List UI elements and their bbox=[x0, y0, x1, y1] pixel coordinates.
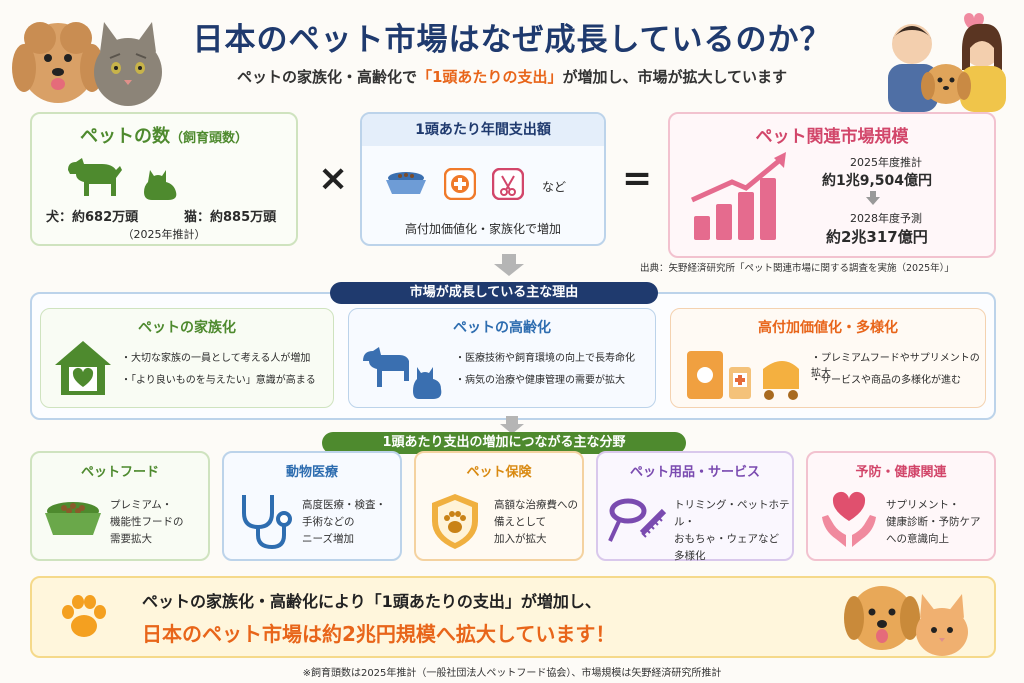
market-2025-label: 2025年度推計 bbox=[850, 156, 922, 169]
spend-title: 1頭あたり年間支出額 bbox=[362, 114, 604, 146]
paw-icon bbox=[58, 592, 110, 646]
equals-sign: = bbox=[622, 158, 653, 199]
pets-card-title: ペットの数（飼育頭数） bbox=[32, 122, 296, 148]
arrow-down-icon bbox=[500, 416, 524, 438]
reason-premium-line-2: ・サービスや商品の多様化が進む bbox=[811, 375, 961, 386]
field-vet-care-line-1: 高度医療・検査・ bbox=[302, 499, 386, 511]
reason-family-line-2: ・「より良いものを与えたい」意識が高まる bbox=[121, 375, 316, 386]
spend-per-pet-card: 1頭あたり年間支出額 など 高付加価値化・家族化で増加 bbox=[360, 112, 606, 246]
dog-count: 犬：約682万頭 bbox=[46, 210, 139, 225]
family-illustration bbox=[880, 6, 1020, 112]
field-pet-food-card: ペットフード プレミアム・機能性フードの需要拡大 bbox=[30, 451, 210, 561]
pets-note: （2025年推計） bbox=[122, 228, 206, 241]
field-goods-services-line-1: トリミング・ペットホテル・ bbox=[674, 499, 790, 528]
dog-cat-illustration bbox=[830, 566, 980, 666]
field-vet-care-line-2: 手術などの bbox=[302, 516, 355, 528]
market-2025-value: 約1兆9,504億円 bbox=[822, 173, 933, 189]
spend-etc: など bbox=[542, 180, 567, 194]
arrow-down-icon bbox=[494, 254, 524, 280]
cat-silhouette-icon bbox=[144, 166, 182, 204]
reason-family-card: ペットの家族化 ・大切な家族の一員として考える人が増加 ・「より良いものを与えた… bbox=[40, 308, 334, 408]
field-pet-food-line-1: プレミアム・ bbox=[110, 499, 173, 511]
field-vet-care-line-3: ニーズ増加 bbox=[302, 533, 354, 545]
dog-silhouette-icon bbox=[62, 156, 122, 202]
fields-banner: 1頭あたり支出の増加につながる主な分野 bbox=[322, 432, 686, 454]
multiply-sign: × bbox=[318, 158, 349, 199]
reasons-banner: 市場が成長している主な理由 bbox=[330, 282, 658, 304]
field-vet-care-card: 動物医療 高度医療・検査・手術などのニーズ増加 bbox=[222, 451, 402, 561]
field-vet-care-title: 動物医療 bbox=[285, 465, 338, 480]
field-goods-services-line-3: 多様化 bbox=[674, 550, 706, 562]
reason-aging-title: ペットの高齢化 bbox=[453, 320, 551, 336]
field-prevention-line-3: への意識向上 bbox=[886, 533, 949, 545]
field-goods-services-card: ペット用品・サービス トリミング・ペットホテル・おもちゃ・ウェアなど多様化 bbox=[596, 451, 794, 562]
field-pet-insurance-card: ペット保険 高額な治療費への備えとして加入が拡大 bbox=[414, 451, 584, 561]
pets-title-note: （飼育頭数） bbox=[169, 131, 248, 146]
footnote: ※飼育頭数は2025年推計（一般社団法人ペットフード協会）、市場規模は矢野経済研… bbox=[302, 668, 722, 679]
shield-paw-icon bbox=[428, 491, 482, 555]
field-goods-services-line-2: おもちゃ・ウェアなど bbox=[674, 533, 779, 545]
medical-cross-icon bbox=[443, 167, 477, 204]
reason-aging-card: ペットの高齢化 ・医療技術や飼育環境の向上で長寿命化 ・病気の治療や健康管理の需… bbox=[348, 308, 656, 408]
reason-premium-card: 高付加価値化・多様化 ・プレミアムフードやサプリメントの拡大 ・サービスや商品の… bbox=[670, 308, 986, 408]
conclusion-line-1: ペットの家族化・高齢化により「1頭あたりの支出」が増加し、 bbox=[142, 592, 601, 611]
dog-cat-illustration bbox=[10, 8, 165, 108]
food-bowl-icon bbox=[42, 499, 104, 543]
field-pet-insurance-line-3: 加入が拡大 bbox=[494, 533, 547, 545]
conclusion-line-2: 日本のペット市場は約2兆円規模へ拡大しています！ bbox=[142, 622, 616, 646]
page-title: 日本のペット市場はなぜ成長しているのか？ bbox=[192, 22, 832, 58]
subtitle-pre: ペットの家族化・高齢化で bbox=[236, 68, 417, 86]
spend-caption: 高付加価値化・家族化で増加 bbox=[404, 222, 561, 236]
field-prevention-line-2: 健康診断・予防ケア bbox=[886, 516, 981, 528]
scissors-icon bbox=[491, 167, 525, 204]
field-pet-insurance-title: ペット保険 bbox=[466, 465, 532, 480]
field-pet-food-line-3: 需要拡大 bbox=[110, 533, 152, 545]
market-title: ペット関連市場規模 bbox=[755, 127, 909, 147]
field-pet-food-title: ペットフード bbox=[80, 465, 159, 480]
reason-premium-line-1: ・プレミアムフードやサプリメントの拡大 bbox=[811, 353, 980, 379]
field-pet-food-line-2: 機能性フードの bbox=[110, 516, 184, 528]
arrow-down-icon bbox=[866, 190, 880, 209]
house-heart-icon bbox=[51, 337, 115, 403]
leash-comb-icon bbox=[606, 493, 668, 553]
pets-title: ペットの数 bbox=[79, 126, 170, 147]
market-2028-label: 2028年度予測 bbox=[850, 212, 922, 225]
food-bowl-icon bbox=[384, 170, 428, 202]
reason-family-line-1: ・大切な家族の一員として考える人が増加 bbox=[121, 353, 311, 364]
dog-cat-silhouette-icon bbox=[359, 345, 445, 405]
field-prevention-title: 予防・健康関連 bbox=[855, 465, 947, 480]
products-icon bbox=[683, 343, 805, 407]
page-subtitle: ペットの家族化・高齢化で「1頭あたりの支出」が増加し、市場が拡大しています bbox=[0, 66, 1024, 87]
pets-count-card: ペットの数（飼育頭数） 犬：約682万頭 猫：約885万頭 （2025年推計） bbox=[30, 112, 298, 246]
conclusion-box bbox=[30, 576, 996, 658]
stethoscope-icon bbox=[236, 491, 292, 555]
reason-family-title: ペットの家族化 bbox=[138, 320, 236, 336]
growth-chart-icon bbox=[688, 148, 798, 248]
reason-aging-line-1: ・医療技術や飼育環境の向上で長寿命化 bbox=[455, 353, 635, 364]
subtitle-highlight: 「1頭あたりの支出」 bbox=[417, 68, 563, 86]
field-pet-insurance-line-2: 備えとして bbox=[494, 516, 547, 528]
reason-aging-line-2: ・病気の治療や健康管理の需要が拡大 bbox=[455, 375, 625, 386]
market-2028-value: 約2兆317億円 bbox=[826, 228, 928, 246]
subtitle-post: が増加し、市場が拡大しています bbox=[562, 68, 788, 86]
field-prevention-line-1: サプリメント・ bbox=[886, 499, 960, 511]
source-note: 出典：矢野経済研究所「ペット関連市場に関する調査を実施（2025年）」 bbox=[640, 263, 954, 274]
cat-count: 猫：約885万頭 bbox=[184, 210, 277, 225]
heart-hands-icon bbox=[818, 491, 880, 555]
market-size-card: ペット関連市場規模 2025年度推計 約1兆9,504億円 2028年度予測 約… bbox=[668, 112, 996, 258]
field-prevention-card: 予防・健康関連 サプリメント・健康診断・予防ケアへの意識向上 bbox=[806, 451, 996, 561]
field-goods-services-title: ペット用品・サービス bbox=[629, 465, 760, 480]
reason-premium-title: 高付加価値化・多様化 bbox=[758, 320, 898, 336]
field-pet-insurance-line-1: 高額な治療費への bbox=[494, 499, 578, 511]
